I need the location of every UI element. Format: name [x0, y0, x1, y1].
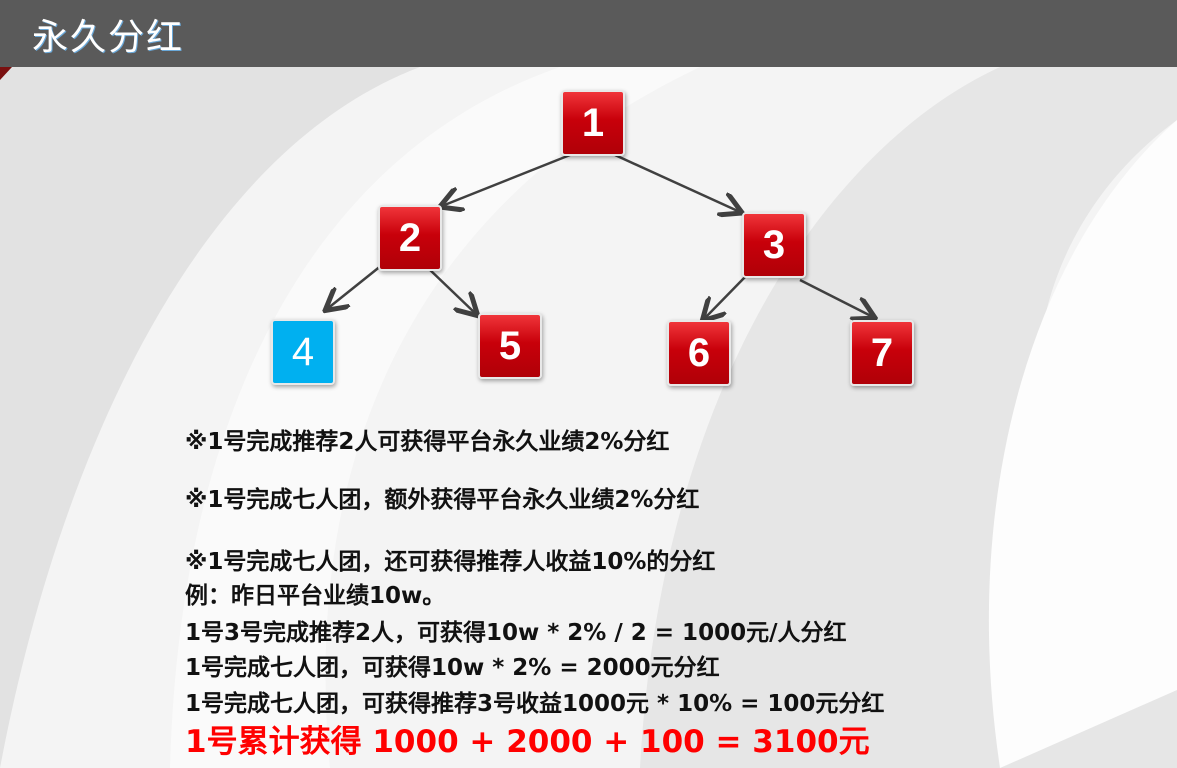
calc-line-3: 1号完成七人团，可获得推荐3号收益1000元 * 10% = 100元分红	[185, 691, 885, 717]
node-7: 7	[850, 320, 914, 386]
slide-header: 永久分红	[0, 0, 1177, 67]
node-2: 2	[378, 205, 442, 271]
rule-line-3: ※1号完成七人团，还可获得推荐人收益10%的分红	[185, 549, 716, 575]
example-line: 例：昨日平台业绩10w。	[185, 583, 446, 609]
node-4: 4	[271, 319, 335, 385]
slide-title: 永久分红	[32, 17, 185, 58]
rule-line-2: ※1号完成七人团，额外获得平台永久业绩2%分红	[185, 487, 700, 513]
node-1: 1	[561, 90, 625, 156]
calc-line-1: 1号3号完成推荐2人，可获得10w * 2% / 2 = 1000元/人分红	[185, 620, 847, 646]
arrow-1-2	[442, 153, 571, 206]
arrow-3-7	[799, 278, 873, 317]
rule-line-1: ※1号完成推荐2人可获得平台永久业绩2%分红	[185, 429, 670, 455]
arrow-2-5	[427, 267, 476, 314]
node-3: 3	[742, 212, 806, 278]
arrow-2-4	[327, 264, 383, 309]
calc-line-2: 1号完成七人团，可获得10w * 2% = 2000元分红	[185, 655, 720, 681]
node-6: 6	[667, 320, 731, 386]
total-line: 1号累计获得 1000 + 2000 + 100 = 3100元	[185, 724, 870, 760]
arrow-1-3	[614, 153, 740, 212]
node-5: 5	[478, 313, 542, 379]
arrow-3-6	[704, 275, 747, 319]
